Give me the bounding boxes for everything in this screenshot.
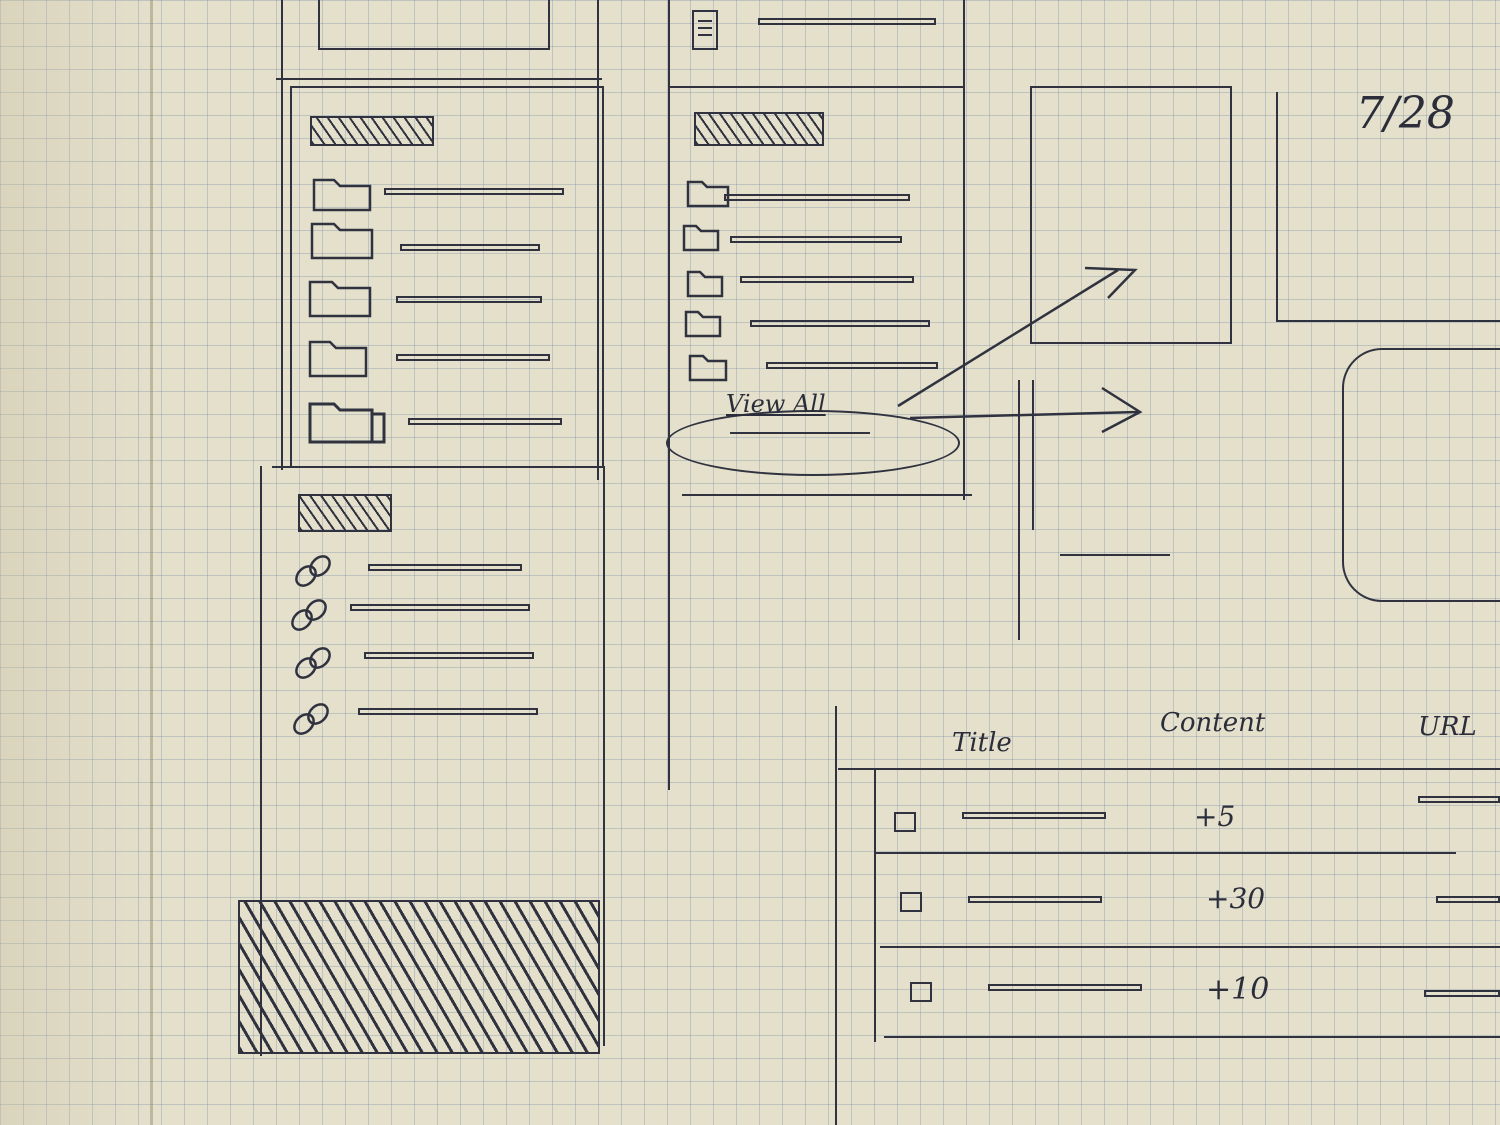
sidebar-header-box [318, 0, 550, 50]
row-url-bar[interactable] [1424, 990, 1500, 997]
content-frame-bottom [1060, 554, 1170, 556]
row-checkbox[interactable] [910, 982, 932, 1002]
row-title-bar [968, 896, 1102, 903]
row-content-count: +5 [1194, 800, 1236, 833]
row-divider [876, 852, 1456, 854]
column-header-content: Content [1160, 708, 1266, 738]
row-content-count: +10 [1206, 972, 1270, 1007]
folder-item-label[interactable] [730, 236, 902, 243]
table-left-edge [874, 770, 876, 1042]
row-title-bar [988, 984, 1142, 991]
document-title-bar[interactable] [758, 18, 936, 25]
folder-item-label[interactable] [766, 362, 938, 369]
notebook-page-shade [0, 0, 160, 1125]
folders-section-title [310, 116, 434, 146]
folder-icon [308, 400, 388, 448]
document-icon [692, 10, 718, 50]
folder-icon [688, 352, 730, 386]
row-title-bar [962, 812, 1106, 819]
folder-item-label[interactable] [750, 320, 930, 327]
sidebar-divider [276, 78, 602, 80]
folder-item-label[interactable] [724, 194, 910, 201]
row-url-bar[interactable] [1418, 796, 1500, 803]
folder-icon [686, 268, 726, 302]
row-url-bar[interactable] [1436, 896, 1500, 903]
modal-card [1342, 348, 1500, 602]
row-divider [880, 946, 1500, 948]
links-panel-right-edge [603, 466, 605, 1046]
arrow-icon [897, 266, 1143, 434]
column-header-url: URL [1418, 712, 1477, 742]
folder-icon [308, 276, 374, 322]
link-item-label[interactable] [368, 564, 522, 571]
folder-icon [682, 222, 722, 256]
folder-icon [684, 308, 724, 342]
folder-icon [310, 218, 376, 264]
detail-panel-edge [1276, 92, 1278, 322]
links-panel-left-edge [260, 466, 262, 1056]
table-header-line [838, 768, 1500, 770]
middle-section-title [694, 112, 824, 146]
row-checkbox[interactable] [894, 812, 916, 832]
content-frame-edge [1018, 380, 1020, 640]
row-checkbox[interactable] [900, 892, 922, 912]
folder-item-label[interactable] [408, 418, 562, 425]
view-all-underline [730, 432, 870, 434]
table-row[interactable]: +10 [880, 950, 1500, 1036]
sidebar-footer-block [238, 900, 600, 1054]
middle-right-edge [963, 0, 965, 500]
sidebar-left-edge [281, 0, 283, 470]
content-frame-inner [1032, 380, 1034, 530]
sketch-date: 7/28 [1356, 88, 1455, 139]
row-content-count: +30 [1206, 882, 1266, 915]
column-header-title: Title [952, 728, 1012, 758]
folder-icon [686, 178, 732, 212]
link-item-label[interactable] [350, 604, 530, 611]
folder-item-label[interactable] [400, 244, 540, 251]
detail-panel-bottom [1276, 320, 1500, 322]
folder-item-label[interactable] [396, 296, 542, 303]
folder-item-label[interactable] [396, 354, 550, 361]
link-icon [290, 550, 338, 596]
link-icon [288, 698, 336, 744]
middle-divider [668, 86, 964, 88]
table-row[interactable]: +5 [876, 772, 1500, 856]
folder-icon [308, 336, 370, 382]
view-all-link[interactable]: View All [726, 390, 826, 418]
preview-panel [1030, 86, 1232, 344]
link-icon [286, 594, 334, 640]
table-row[interactable]: +30 [876, 856, 1500, 946]
folder-item-label[interactable] [740, 276, 914, 283]
links-section-title [298, 494, 392, 532]
table-bottom-line [884, 1036, 1500, 1038]
folder-icon [312, 172, 374, 216]
middle-bottom-line [682, 494, 972, 496]
links-divider [272, 466, 602, 468]
folder-item-label[interactable] [384, 188, 564, 195]
sidebar-right-edge [597, 0, 599, 480]
link-item-label[interactable] [364, 652, 534, 659]
view-all-highlight [666, 410, 960, 476]
folders-panel [290, 86, 604, 468]
link-icon [290, 640, 338, 690]
table-frame-edge [835, 706, 837, 1125]
middle-left-edge [668, 0, 670, 790]
link-item-label[interactable] [358, 708, 538, 715]
notebook-gutter [150, 0, 153, 1125]
